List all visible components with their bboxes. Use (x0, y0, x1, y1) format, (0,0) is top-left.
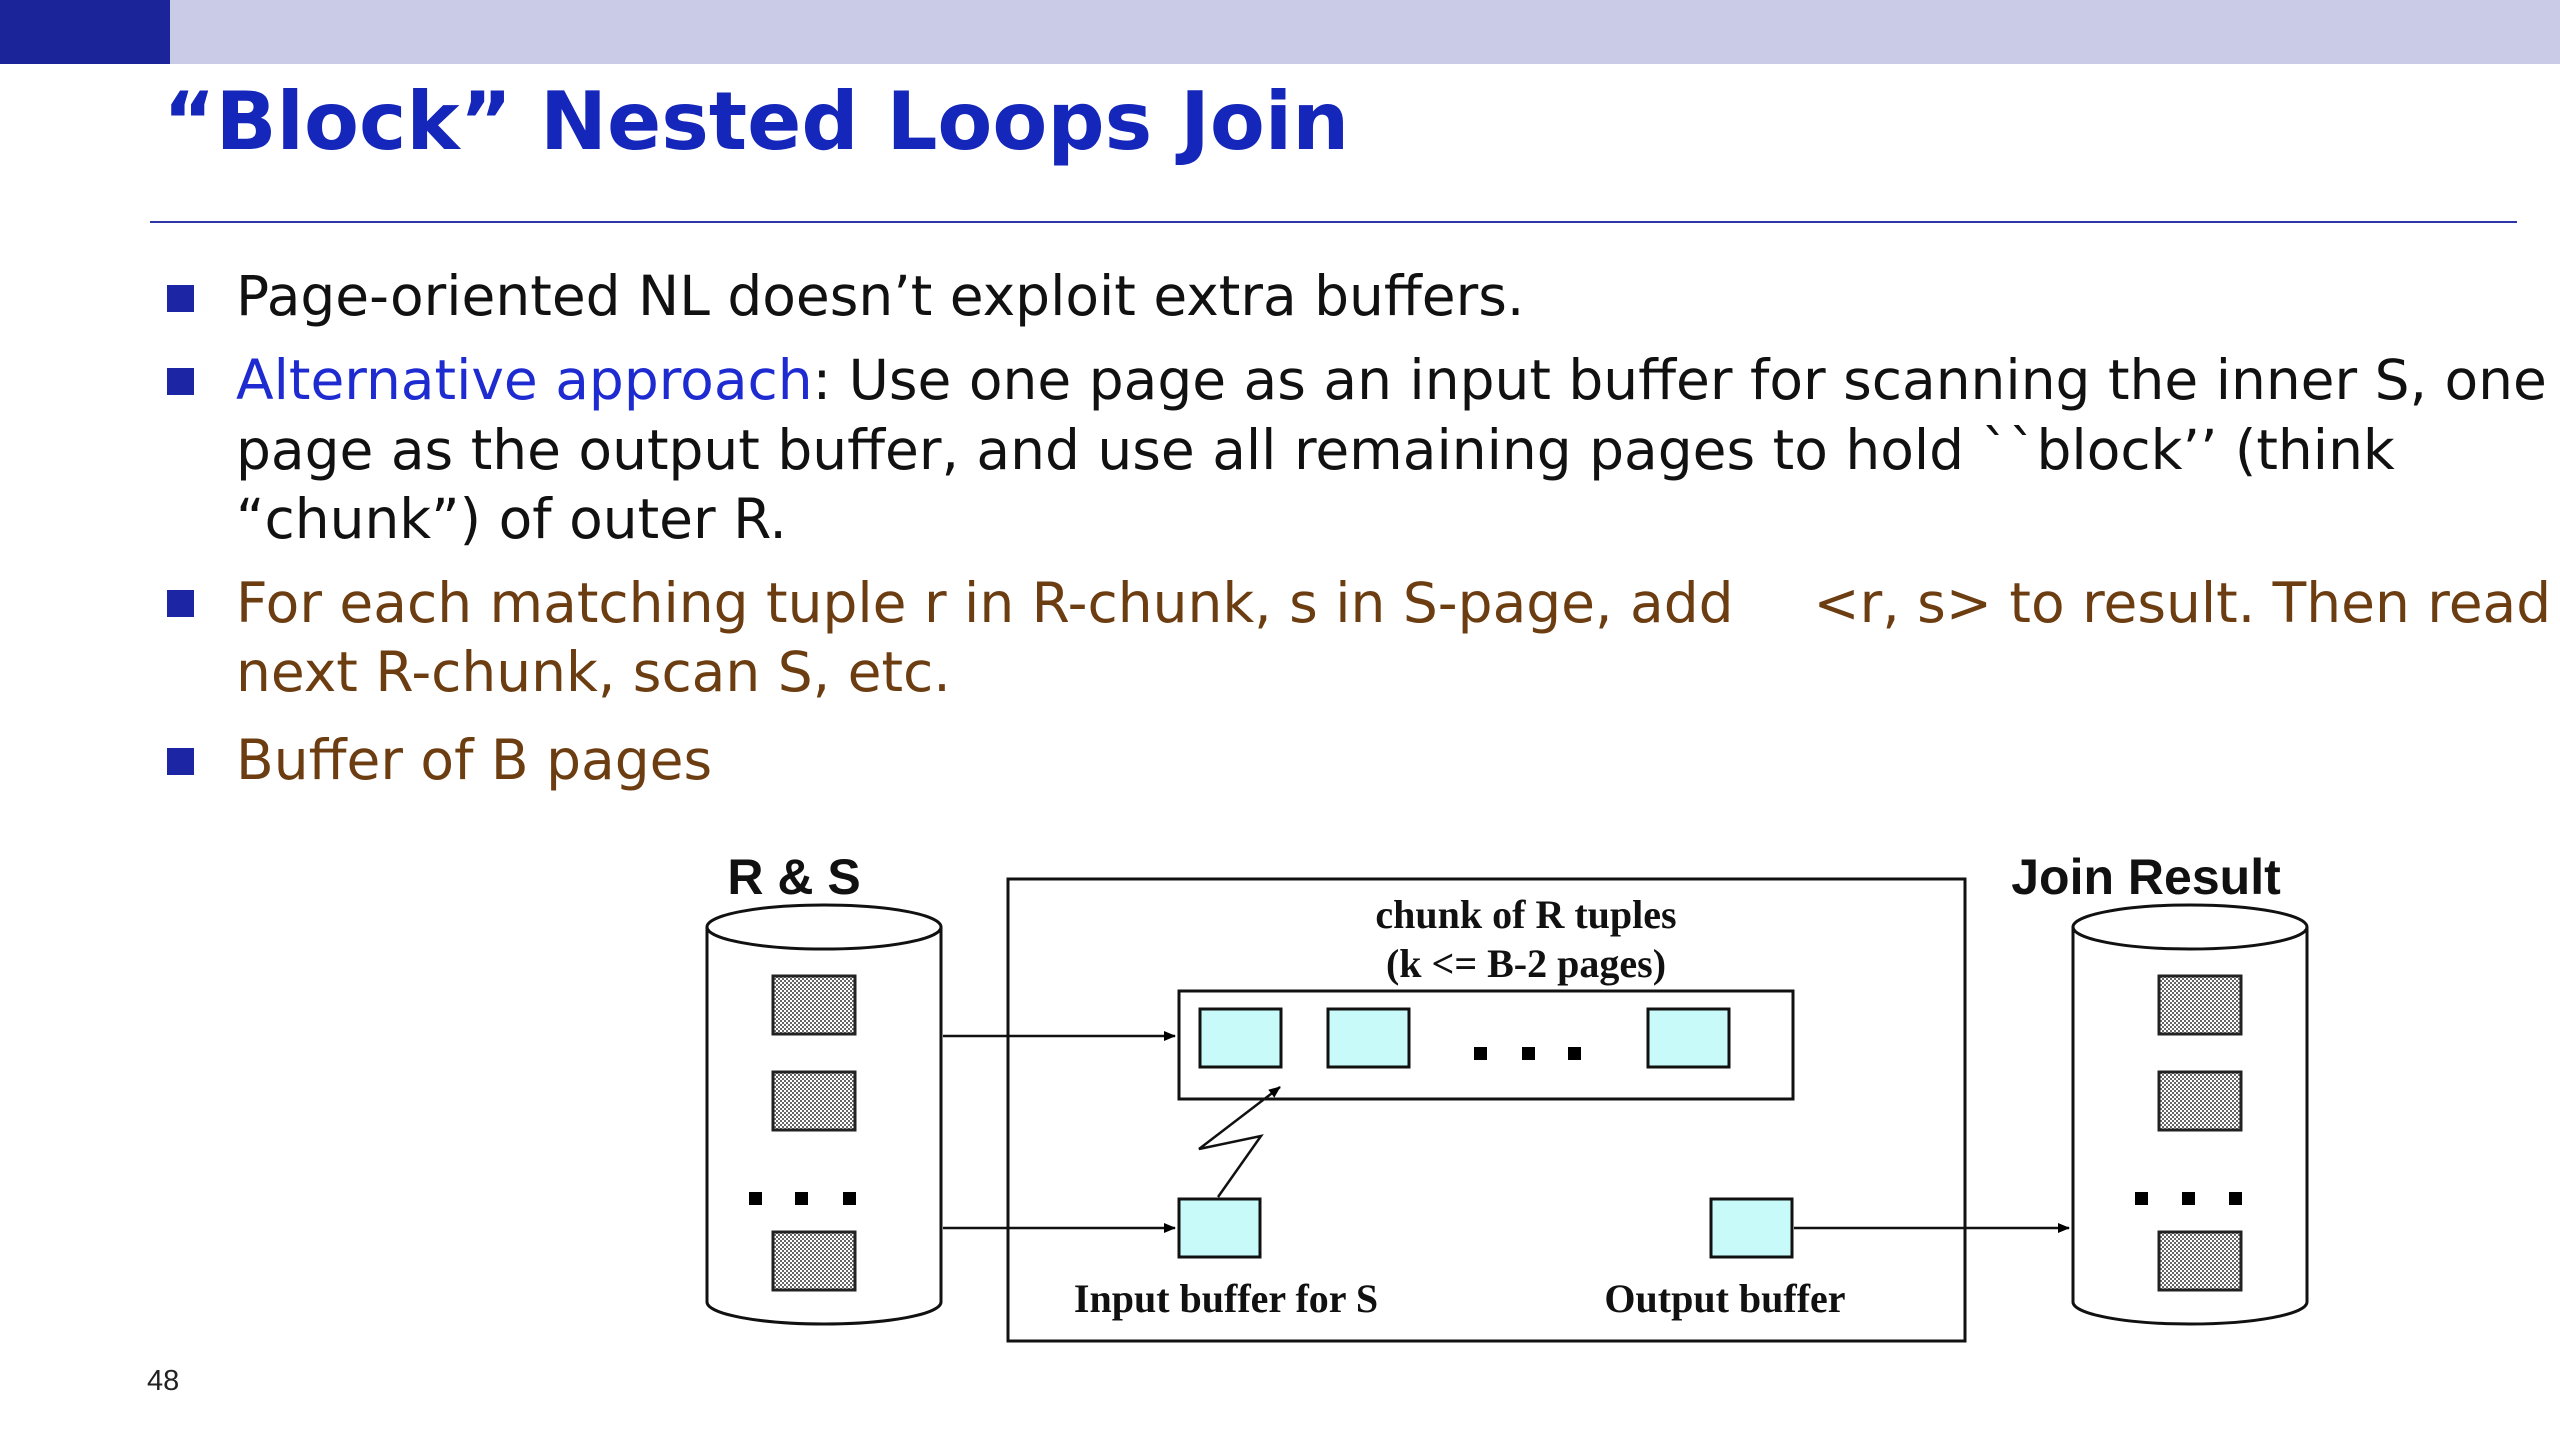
disk-page-icon (2157, 974, 2243, 1036)
bullet-marker (167, 285, 194, 312)
input-buffer-label: Input buffer for S (1074, 1276, 1378, 1321)
join-match-arrow (1198, 1086, 1281, 1198)
r-chunk-page (1646, 1007, 1731, 1069)
bullet-text: next R-chunk, scan S, etc. (236, 640, 951, 704)
bullet-text: Alternative approach: Use one page as an… (236, 346, 2547, 415)
header-bar (0, 0, 2560, 64)
title-divider (150, 221, 2517, 223)
disk-page-icon (771, 1230, 857, 1292)
bullet-text: page as the output buffer, and use all r… (236, 418, 2395, 482)
disk-page-icon (771, 974, 857, 1036)
header-accent-block (0, 0, 170, 64)
ellipsis-dots (749, 1192, 856, 1205)
bullet-highlight: Alternative approach (236, 348, 813, 412)
output-buffer-page (1709, 1197, 1794, 1259)
r-chunk-page (1198, 1007, 1283, 1069)
bullet-text-part: <r, s> to result. Then read (1813, 571, 2552, 635)
slide-number: 48 (147, 1365, 180, 1397)
output-buffer-label: Output buffer (1604, 1276, 1845, 1321)
bullet-text-rest: : Use one page as an input buffer for sc… (812, 348, 2547, 412)
chunk-label: chunk of R tuples (1375, 892, 1676, 937)
bullet-marker (167, 748, 194, 775)
bullet-text-part: For each matching tuple r in R-chunk, s … (236, 571, 1734, 635)
bullet-marker (167, 590, 194, 617)
ellipsis-dots (2135, 1192, 2242, 1205)
bullet-text: For each matching tuple r in R-chunk, s … (236, 569, 2551, 638)
buffer-pool-box (1006, 877, 1967, 1343)
slide-title: “Block” Nested Loops Join (163, 75, 1350, 168)
disk-page-icon (771, 1070, 857, 1132)
bullet-text: Buffer of B pages (236, 728, 713, 792)
disk-page-icon (2157, 1230, 2243, 1292)
bullet-text: Page-oriented NL doesn’t exploit extra b… (236, 264, 1525, 328)
bullet-marker (167, 368, 194, 395)
input-buffer-page (1177, 1197, 1262, 1259)
left-disk-label: R & S (727, 849, 860, 905)
bullet-text: “chunk”) of outer R. (236, 487, 787, 551)
r-chunk-page (1326, 1007, 1411, 1069)
disk-page-icon (2157, 1070, 2243, 1132)
ellipsis-dots (1474, 1047, 1581, 1060)
right-disk-label: Join Result (2011, 849, 2281, 905)
chunk-size-label: (k <= B-2 pages) (1386, 941, 1666, 986)
